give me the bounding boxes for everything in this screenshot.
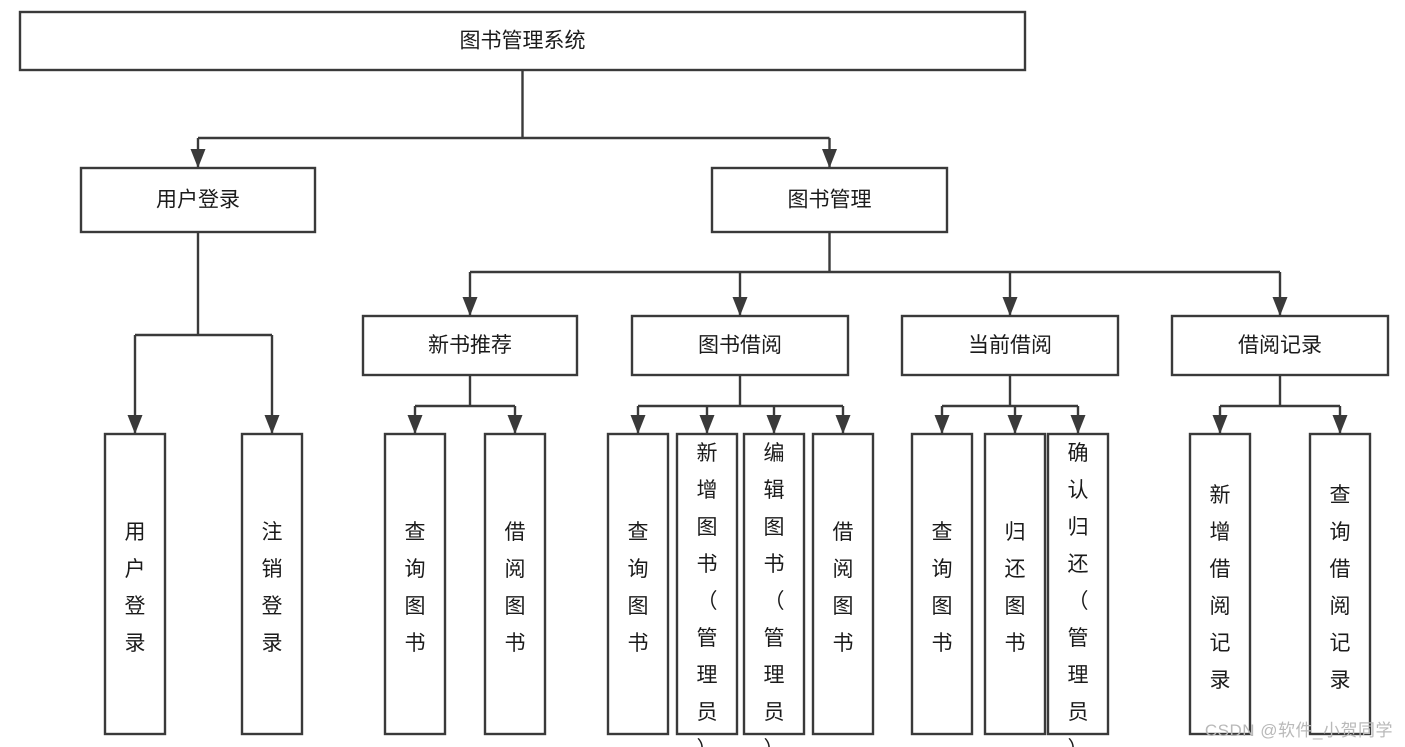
arrow-head-icon (407, 415, 423, 434)
node-level3-2[interactable]: 当前借阅 (900, 314, 1120, 377)
node-box[interactable] (710, 166, 949, 234)
node-label: 当前借阅 (968, 334, 1052, 357)
node-box[interactable] (675, 432, 739, 736)
node-label: 归还图书 (1005, 521, 1026, 655)
node-label: 用户登录 (125, 521, 146, 655)
node-box[interactable] (79, 166, 317, 234)
node-leaf-11[interactable]: 新增借阅记录 (1188, 432, 1252, 736)
node-box[interactable] (983, 432, 1047, 736)
node-box[interactable] (900, 314, 1120, 377)
node-leaf-7[interactable]: 借阅图书 (811, 432, 875, 736)
node-box[interactable] (910, 432, 974, 736)
arrow-head-icon (507, 415, 523, 434)
arrow-head-icon (699, 415, 715, 434)
node-box[interactable] (18, 10, 1027, 72)
arrow-head-icon (1002, 297, 1018, 316)
node-leaf-1[interactable]: 注销登录 (240, 432, 304, 736)
node-leaf-12[interactable]: 查询借阅记录 (1308, 432, 1372, 736)
node-box[interactable] (742, 432, 806, 736)
arrow-head-icon (190, 149, 206, 168)
node-box[interactable] (103, 432, 167, 736)
node-box[interactable] (1046, 432, 1110, 736)
arrow-head-icon (1007, 415, 1023, 434)
node-layer: 图书管理系统用户登录图书管理新书推荐图书借阅当前借阅借阅记录用户登录注销登录查询… (18, 10, 1390, 747)
node-label: 借阅图书 (505, 521, 526, 655)
node-box[interactable] (240, 432, 304, 736)
node-label: 查询借阅记录 (1330, 484, 1351, 692)
arrow-head-icon (1272, 297, 1288, 316)
node-label: 查询图书 (932, 521, 953, 655)
node-root-0[interactable]: 图书管理系统 (18, 10, 1027, 72)
node-label: 新增图书（管理员） (697, 442, 718, 747)
node-box[interactable] (483, 432, 547, 736)
node-leaf-10[interactable]: 确认归还（管理员） (1046, 432, 1110, 747)
node-label: 查询图书 (628, 521, 649, 655)
node-leaf-5[interactable]: 新增图书（管理员） (675, 432, 739, 747)
node-box[interactable] (606, 432, 670, 736)
node-level3-3[interactable]: 借阅记录 (1170, 314, 1390, 377)
node-level2-1[interactable]: 图书管理 (710, 166, 949, 234)
node-box[interactable] (383, 432, 447, 736)
node-box[interactable] (361, 314, 579, 377)
arrow-head-icon (934, 415, 950, 434)
node-leaf-9[interactable]: 归还图书 (983, 432, 1047, 736)
arrow-head-icon (732, 297, 748, 316)
arrow-head-icon (1070, 415, 1086, 434)
node-leaf-0[interactable]: 用户登录 (103, 432, 167, 736)
node-label: 编辑图书（管理员） (764, 442, 785, 747)
arrow-head-icon (766, 415, 782, 434)
node-label: 借阅图书 (833, 521, 854, 655)
node-label: 新增借阅记录 (1210, 484, 1231, 692)
node-label: 图书管理 (788, 189, 872, 212)
node-level3-0[interactable]: 新书推荐 (361, 314, 579, 377)
node-level3-1[interactable]: 图书借阅 (630, 314, 850, 377)
node-label: 注销登录 (262, 521, 283, 655)
node-box[interactable] (1188, 432, 1252, 736)
node-box[interactable] (811, 432, 875, 736)
node-leaf-6[interactable]: 编辑图书（管理员） (742, 432, 806, 747)
node-label: 新书推荐 (428, 334, 512, 357)
arrow-head-icon (822, 149, 837, 168)
node-box[interactable] (630, 314, 850, 377)
node-label: 查询图书 (405, 521, 426, 655)
arrow-head-icon (127, 415, 143, 434)
arrow-head-icon (1212, 415, 1228, 434)
node-box[interactable] (1170, 314, 1390, 377)
arrow-head-icon (1332, 415, 1348, 434)
node-leaf-2[interactable]: 查询图书 (383, 432, 447, 736)
node-label: 用户登录 (156, 189, 240, 212)
connector-layer (127, 70, 1348, 434)
node-label: 借阅记录 (1238, 334, 1322, 357)
node-label: 确认归还（管理员） (1068, 442, 1089, 747)
arrow-head-icon (462, 297, 478, 316)
node-leaf-8[interactable]: 查询图书 (910, 432, 974, 736)
node-label: 图书管理系统 (460, 30, 586, 53)
arrow-head-icon (264, 415, 280, 434)
arrow-head-icon (835, 415, 851, 434)
node-leaf-3[interactable]: 借阅图书 (483, 432, 547, 736)
node-level2-0[interactable]: 用户登录 (79, 166, 317, 234)
node-label: 图书借阅 (698, 334, 782, 357)
arrow-head-icon (630, 415, 646, 434)
node-leaf-4[interactable]: 查询图书 (606, 432, 670, 736)
node-box[interactable] (1308, 432, 1372, 736)
